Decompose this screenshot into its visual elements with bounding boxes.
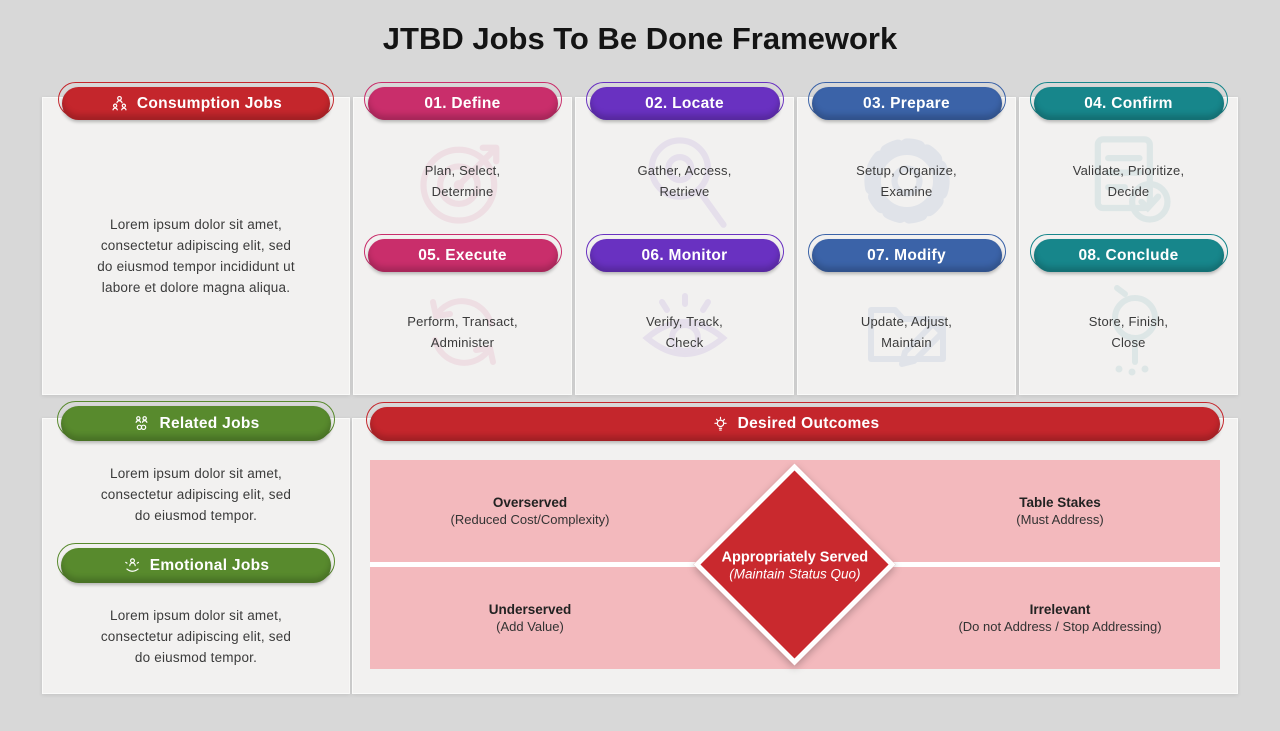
pill-body: Desired Outcomes (370, 407, 1220, 441)
pill-body: 07. Modify (811, 239, 1002, 272)
pill-body: Emotional Jobs (61, 548, 331, 583)
quadrant-subtitle: (Add Value) (496, 619, 564, 634)
pill-label: Consumption Jobs (136, 94, 283, 112)
quadrant-irrelevant: Irrelevant (Do not Address / Stop Addres… (795, 567, 1220, 669)
step-pill-04-confirm: 04. Confirm (1029, 82, 1228, 120)
quadrant-subtitle: (Must Address) (1016, 512, 1104, 527)
quadrant-title: Underserved (488, 602, 572, 617)
step-pill-02-locate: 02. Locate (585, 82, 784, 120)
lightbulb-icon (711, 415, 730, 434)
consumption-jobs-pill: Consumption Jobs (58, 82, 334, 120)
pill-label: Emotional Jobs (149, 556, 270, 574)
page-title: JTBD Jobs To Be Done Framework (382, 21, 898, 56)
emotional-jobs-pill: Emotional Jobs (57, 543, 335, 583)
step-pill-08-conclude: 08. Conclude (1029, 234, 1228, 272)
panel-desired-outcomes: Desired Outcomes Overserved (Reduced Cos… (352, 402, 1238, 694)
step-detail-text: Update, Adjust,Maintain (860, 314, 953, 350)
step-detail-text: Gather, Access,Retrieve (637, 162, 732, 199)
pill-label: 08. Conclude (1078, 246, 1179, 264)
column-confirm-conclude: 04. Confirm Validate, Prioritize,Decide … (1019, 82, 1238, 395)
step-pill-01-define: 01. Define (363, 82, 562, 120)
diamond-title: Appropriately Served (721, 548, 868, 565)
pill-label: Related Jobs (159, 414, 260, 432)
center-diamond-text: Appropriately Served (Maintain Status Qu… (695, 498, 895, 631)
pill-label: 03. Prepare (863, 94, 950, 112)
step-pill-05-execute: 05. Execute (363, 234, 562, 272)
step-detail-04: Validate, Prioritize,Decide (1020, 128, 1237, 233)
quadrant-underserved: Underserved (Add Value) (370, 567, 795, 669)
quadrant-title: Table Stakes (1019, 495, 1101, 510)
linked-people-icon (132, 414, 151, 433)
quadrant-title: Irrelevant (1029, 602, 1091, 617)
step-detail-02: Gather, Access,Retrieve (576, 128, 793, 233)
pill-label: 01. Define (424, 94, 501, 112)
hand-heart-icon (123, 556, 142, 575)
step-detail-text: Validate, Prioritize,Decide (1072, 162, 1185, 199)
magnifier-icon (576, 128, 793, 233)
pill-label: 06. Monitor (641, 246, 728, 264)
pill-label: 05. Execute (418, 246, 507, 264)
step-pill-06-monitor: 06. Monitor (585, 234, 784, 272)
step-detail-text: Verify, Track,Check (646, 314, 723, 350)
step-detail-08: Store, Finish,Close (1020, 281, 1237, 383)
pill-label: 02. Locate (645, 94, 724, 112)
pill-body: 02. Locate (589, 87, 780, 120)
step-pill-03-prepare: 03. Prepare (807, 82, 1006, 120)
gear-icon (798, 128, 1015, 233)
quadrant-subtitle: (Do not Address / Stop Addressing) (958, 619, 1162, 634)
step-detail-text: Perform, Transact,Administer (407, 314, 518, 350)
quadrant-title: Overserved (492, 495, 568, 510)
emotional-jobs-description: Lorem ipsum dolor sit amet, consectetur … (100, 608, 292, 665)
pin-icon (1020, 281, 1237, 383)
panel-consumption-jobs: Consumption Jobs Lorem ipsum dolor sit a… (42, 82, 350, 395)
related-jobs-pill: Related Jobs (57, 401, 335, 441)
step-detail-03: Setup, Organize,Examine (798, 128, 1015, 233)
people-network-icon (110, 94, 129, 113)
desired-outcomes-pill: Desired Outcomes (366, 402, 1224, 441)
pill-body: Related Jobs (61, 406, 331, 441)
pill-body: 01. Define (367, 87, 558, 120)
pill-body: 06. Monitor (589, 239, 780, 272)
panel-related-emotional-jobs: Related Jobs Lorem ipsum dolor sit amet,… (42, 401, 350, 694)
step-detail-text: Setup, Organize,Examine (856, 162, 957, 199)
step-detail-text: Plan, Select,Determine (424, 162, 501, 199)
eye-icon (576, 281, 793, 383)
pill-body: 08. Conclude (1033, 239, 1224, 272)
diamond-subtitle: (Maintain Status Quo) (728, 565, 861, 581)
column-prepare-modify: 03. Prepare Setup, Organize,Examine 07. … (797, 82, 1016, 395)
outcomes-quadrant: Overserved (Reduced Cost/Complexity) Tab… (370, 460, 1220, 669)
folder-edit-icon (798, 281, 1015, 383)
pill-label: Desired Outcomes (737, 415, 880, 432)
quadrant-table-stakes: Table Stakes (Must Address) (795, 460, 1220, 562)
target-icon (354, 128, 571, 233)
column-define-execute: 01. Define Plan, Select,Determine 05. Ex… (353, 82, 572, 395)
pill-body: Consumption Jobs (62, 87, 330, 120)
top-grid: Consumption Jobs Lorem ipsum dolor sit a… (42, 82, 1238, 395)
step-detail-01: Plan, Select,Determine (354, 128, 571, 233)
step-pill-07-modify: 07. Modify (807, 234, 1006, 272)
checklist-icon (1020, 128, 1237, 233)
quadrant-subtitle: (Reduced Cost/Complexity) (450, 512, 610, 527)
consumption-description: Lorem ipsum dolor sit amet, consectetur … (97, 217, 295, 295)
refresh-icon (354, 281, 571, 383)
quadrant-overserved: Overserved (Reduced Cost/Complexity) (370, 460, 795, 562)
pill-body: 03. Prepare (811, 87, 1002, 120)
pill-label: 07. Modify (867, 246, 946, 264)
step-detail-06: Verify, Track,Check (576, 281, 793, 383)
step-detail-05: Perform, Transact,Administer (354, 281, 571, 383)
step-detail-text: Store, Finish,Close (1088, 314, 1169, 350)
pill-body: 05. Execute (367, 239, 558, 272)
column-locate-monitor: 02. Locate Gather, Access,Retrieve 06. M… (575, 82, 794, 395)
pill-label: 04. Confirm (1084, 94, 1173, 112)
pill-body: 04. Confirm (1033, 87, 1224, 120)
step-detail-07: Update, Adjust,Maintain (798, 281, 1015, 383)
related-jobs-description: Lorem ipsum dolor sit amet, consectetur … (100, 466, 292, 523)
